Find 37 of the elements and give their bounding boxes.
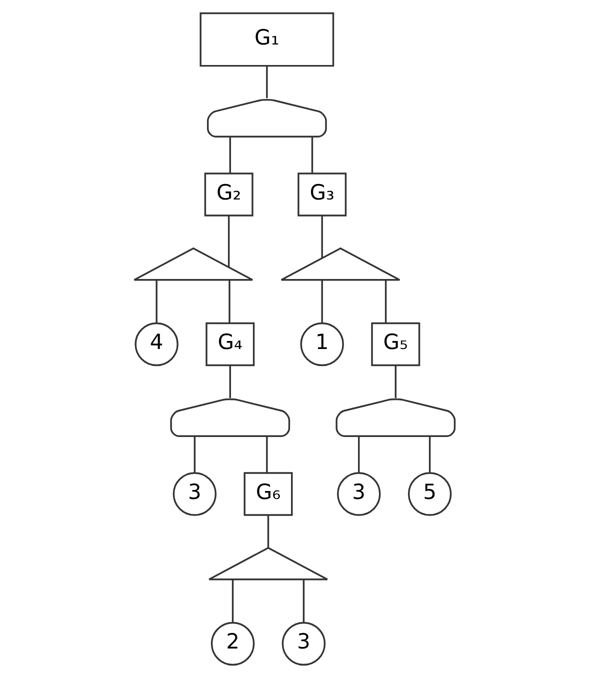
connector [228, 280, 230, 324]
node-circle: 1 [300, 322, 344, 366]
connector [428, 436, 431, 472]
connector [384, 280, 387, 324]
connector [266, 436, 268, 472]
node-box: G₄ [206, 322, 255, 366]
connector [358, 436, 360, 472]
node-circle: 2 [210, 622, 255, 666]
node-dome [170, 398, 290, 437]
connector [266, 66, 268, 98]
connector [394, 366, 396, 398]
connector [267, 515, 270, 548]
node-arch [208, 546, 328, 580]
node-box: G₂ [204, 172, 254, 216]
connector [194, 436, 196, 472]
node-dome [336, 398, 456, 437]
connector [311, 137, 314, 173]
node-box: G₁ [200, 12, 334, 67]
connector [321, 216, 323, 258]
node-arch [280, 247, 400, 281]
node-circle: 3 [282, 622, 326, 666]
node-circle: 3 [172, 472, 217, 516]
node-box: G₅ [371, 322, 420, 366]
node-circle: 5 [408, 472, 452, 516]
connector [228, 216, 230, 268]
connector [156, 280, 158, 324]
node-circle: 4 [134, 322, 178, 366]
node-box: G₆ [244, 472, 293, 516]
connector [321, 280, 323, 324]
connector [302, 580, 305, 623]
connector [229, 366, 231, 398]
node-circle: 3 [337, 472, 381, 516]
connector [229, 137, 231, 173]
connector [232, 580, 234, 623]
node-arch [133, 247, 254, 281]
node-box: G₃ [298, 172, 347, 216]
node-dome [206, 98, 327, 138]
